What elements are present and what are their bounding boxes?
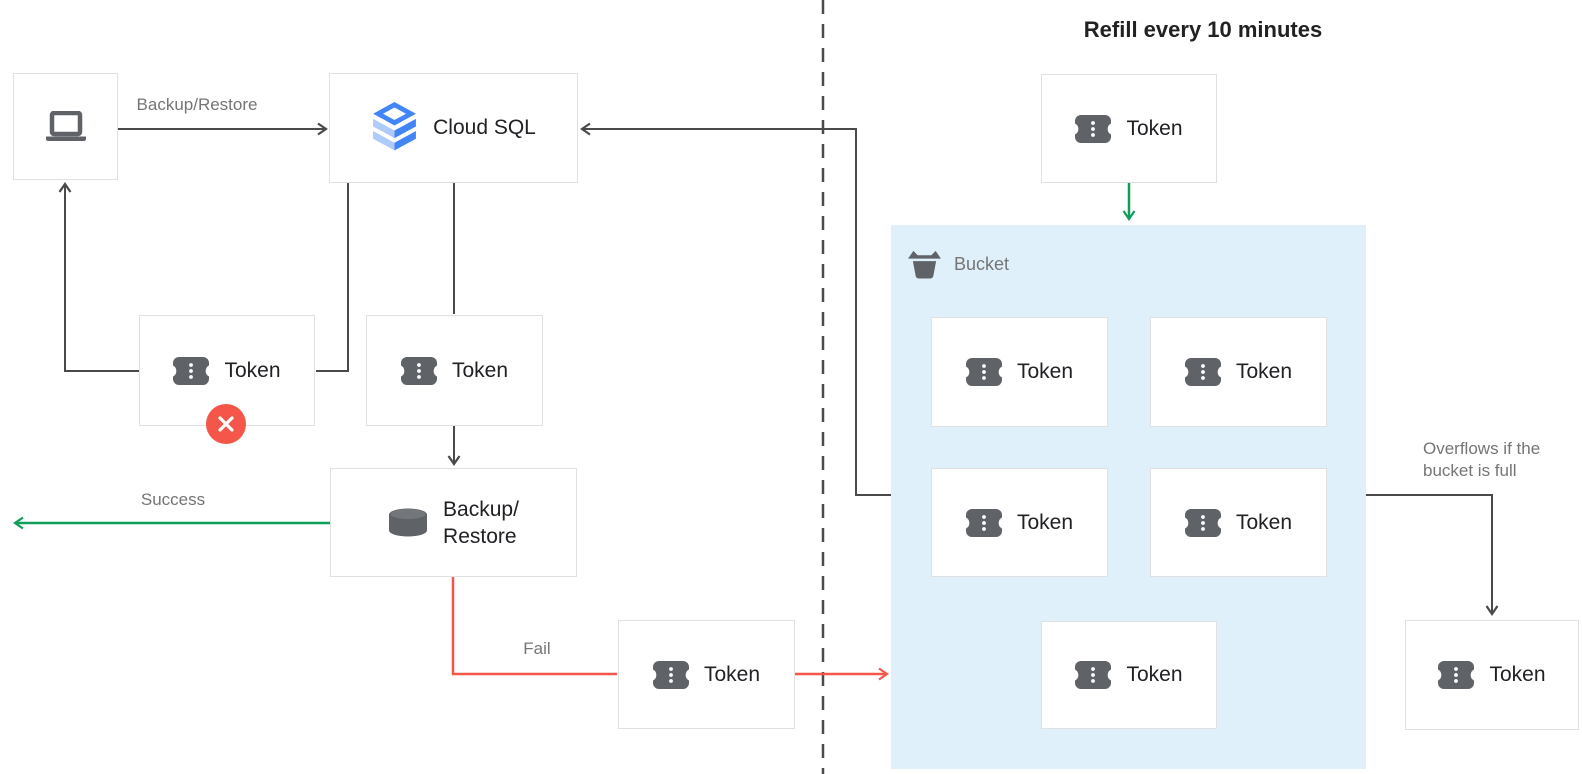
edge-bucket-to-cloudsql — [580, 122, 891, 496]
error-x-icon — [206, 404, 246, 444]
bucket-token-node-4: Token — [1150, 468, 1327, 577]
cloud-sql-label: Cloud SQL — [433, 116, 536, 139]
edge-overflow — [1366, 494, 1499, 616]
token-ticket-icon — [1438, 661, 1475, 689]
token-label: Token — [224, 358, 281, 382]
token-label: Token — [1016, 360, 1074, 383]
token-ticket-icon — [173, 356, 210, 385]
token-ticket-icon — [400, 356, 437, 385]
backup-restore-node: Backup/ Restore — [330, 468, 577, 577]
backup-restore-label-line1: Backup/ — [443, 497, 519, 521]
overflow-token-node: Token — [1405, 620, 1579, 730]
edge-label-overflow: Overflows if the bucket is full — [1423, 438, 1540, 482]
bucket-icon — [908, 249, 941, 279]
token-ticket-icon — [1075, 114, 1112, 143]
token-ticket-icon — [1184, 358, 1221, 386]
refill-token-node: Token — [1041, 74, 1217, 183]
overflow-label-line2: bucket is full — [1423, 461, 1517, 480]
bucket-label: Bucket — [954, 253, 1010, 274]
edge-failed-token-to-laptop — [58, 182, 139, 372]
fail-token-node: Token — [618, 620, 795, 729]
bucket-token-node-1: Token — [931, 317, 1108, 427]
client-laptop-node — [13, 73, 118, 180]
backup-restore-label-line2: Restore — [443, 524, 517, 548]
token-label: Token — [703, 662, 761, 686]
diagram-title: Refill every 10 minutes — [1083, 17, 1323, 42]
token-label: Token — [1235, 510, 1293, 534]
bucket-token-node-5: Token — [1041, 621, 1217, 729]
token-label: Token — [1489, 663, 1546, 686]
laptop-icon — [43, 110, 89, 143]
bucket-token-node-3: Token — [931, 468, 1108, 577]
edge-label-backup-restore: Backup/Restore — [136, 95, 258, 114]
token-ticket-icon — [965, 508, 1002, 537]
token-ticket-icon — [1075, 661, 1112, 689]
edge-label-success: Success — [140, 490, 206, 509]
bucket-header: Bucket — [908, 249, 1009, 279]
cloud-sql-node: Cloud SQL — [329, 73, 578, 183]
token-label: Token — [1016, 510, 1074, 534]
cloud-sql-icon — [371, 101, 418, 155]
edge-label-fail: Fail — [523, 639, 551, 658]
token-ticket-icon — [1184, 508, 1221, 537]
database-icon — [388, 508, 428, 537]
edge-fail — [451, 577, 617, 676]
token-ticket-icon — [965, 358, 1002, 386]
token-label: Token — [1126, 663, 1183, 686]
token-label: Token — [1235, 360, 1293, 383]
backup-restore-label: Backup/ Restore — [443, 496, 519, 550]
token-label: Token — [1126, 116, 1183, 140]
edge-cloudsql-to-failed-token — [316, 183, 349, 372]
token-ticket-icon — [652, 660, 689, 689]
overflow-label-line1: Overflows if the — [1423, 439, 1541, 458]
bucket-token-node-2: Token — [1150, 317, 1327, 427]
request-token-node: Token — [366, 315, 543, 426]
token-label: Token — [451, 358, 509, 382]
